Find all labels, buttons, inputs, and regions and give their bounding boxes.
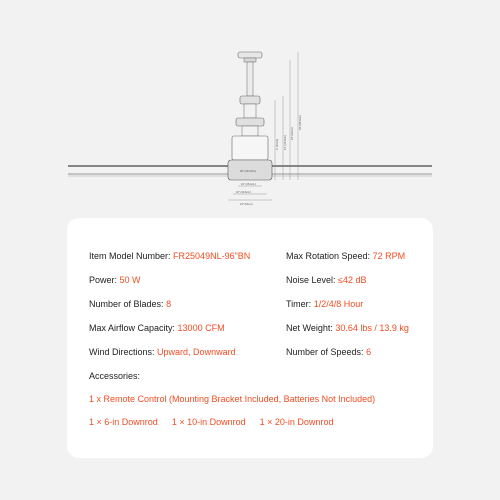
motor-body xyxy=(231,135,269,161)
spec-speed-label: Max Rotation Speed: xyxy=(286,251,371,261)
dim-label-h4: 34" (86.4cm) xyxy=(298,115,302,130)
accessories-title: Accessories: xyxy=(89,371,141,381)
spec-model: Item Model Number: FR25049NL-96"BN xyxy=(89,251,250,262)
spec-speeds: Number of Speeds: 6 xyxy=(286,347,371,358)
spec-power: Power: 50 W xyxy=(89,275,141,286)
spec-weight-label: Net Weight: xyxy=(286,323,333,333)
spec-power-value: 50 W xyxy=(119,275,141,285)
spec-airflow: Max Airflow Capacity: 13000 CFM xyxy=(89,323,225,334)
accessory-downrod-20: 1 × 20-in Downrod xyxy=(259,417,334,427)
spec-blades: Number of Blades: 8 xyxy=(89,299,171,310)
accessory-downrod-10: 1 × 10-in Downrod xyxy=(171,417,246,427)
spec-speed-value: 72 RPM xyxy=(372,251,406,261)
fan-dimension-diagram: 10" (25.4cm) 16" (40.6cm) 24" (61cm) 96"… xyxy=(68,51,432,206)
accessory-downrods: 1 × 6-in Downrod 1 × 10-in Downrod 1 × 2… xyxy=(89,417,333,428)
motor-housing-middle xyxy=(235,117,265,127)
ceiling-canopy xyxy=(237,51,263,59)
spec-timer: Timer: 1/2/4/8 Hour xyxy=(286,299,363,310)
dim-label-h3: 24" (61cm) xyxy=(290,127,294,140)
motor-housing-upper xyxy=(239,95,261,105)
spec-card: Item Model Number: FR25049NL-96"BN Max R… xyxy=(67,218,433,458)
spec-speeds-label: Number of Speeds: xyxy=(286,347,364,357)
spec-weight-value: 30.64 lbs / 13.9 kg xyxy=(335,323,409,333)
spec-blades-value: 8 xyxy=(166,299,172,309)
dim-label-d1: 10" (25.4cm) xyxy=(241,182,256,186)
dim-label-d4: 96" (243.8cm) xyxy=(240,169,256,173)
dim-label-h2: 12" (30.5cm) xyxy=(283,135,287,150)
spec-wind: Wind Directions: Upward, Downward xyxy=(89,347,236,358)
motor-collar xyxy=(243,103,257,119)
spec-speeds-value: 6 xyxy=(366,347,372,357)
canopy-cap xyxy=(243,57,257,63)
motor-neck xyxy=(241,125,259,137)
dim-label-d3: 24" (61cm) xyxy=(240,202,253,206)
spec-model-value: FR25049NL-96"BN xyxy=(173,251,251,261)
spec-airflow-value: 13000 CFM xyxy=(177,323,225,333)
spec-power-label: Power: xyxy=(89,275,118,285)
spec-wind-value: Upward, Downward xyxy=(157,347,236,357)
spec-noise: Noise Level: ≤42 dB xyxy=(286,275,367,286)
spec-model-label: Item Model Number: xyxy=(89,251,171,261)
spec-timer-label: Timer: xyxy=(286,299,312,309)
blade-hub xyxy=(227,159,273,181)
dim-label-h1: 4" (10cm) xyxy=(275,139,279,150)
spec-weight: Net Weight: 30.64 lbs / 13.9 kg xyxy=(286,323,409,334)
accessory-remote: 1 x Remote Control (Mounting Bracket Inc… xyxy=(89,394,376,404)
spec-noise-value: ≤42 dB xyxy=(338,275,367,285)
spec-airflow-label: Max Airflow Capacity: xyxy=(89,323,176,333)
spec-speed: Max Rotation Speed: 72 RPM xyxy=(286,251,405,262)
spec-timer-value: 1/2/4/8 Hour xyxy=(313,299,364,309)
spec-blades-label: Number of Blades: xyxy=(89,299,164,309)
spec-noise-label: Noise Level: xyxy=(286,275,336,285)
dim-label-d2: 16" (40.6cm) xyxy=(236,190,251,194)
spec-wind-label: Wind Directions: xyxy=(89,347,155,357)
downrod xyxy=(246,61,254,97)
accessory-downrod-6: 1 × 6-in Downrod xyxy=(89,417,158,427)
